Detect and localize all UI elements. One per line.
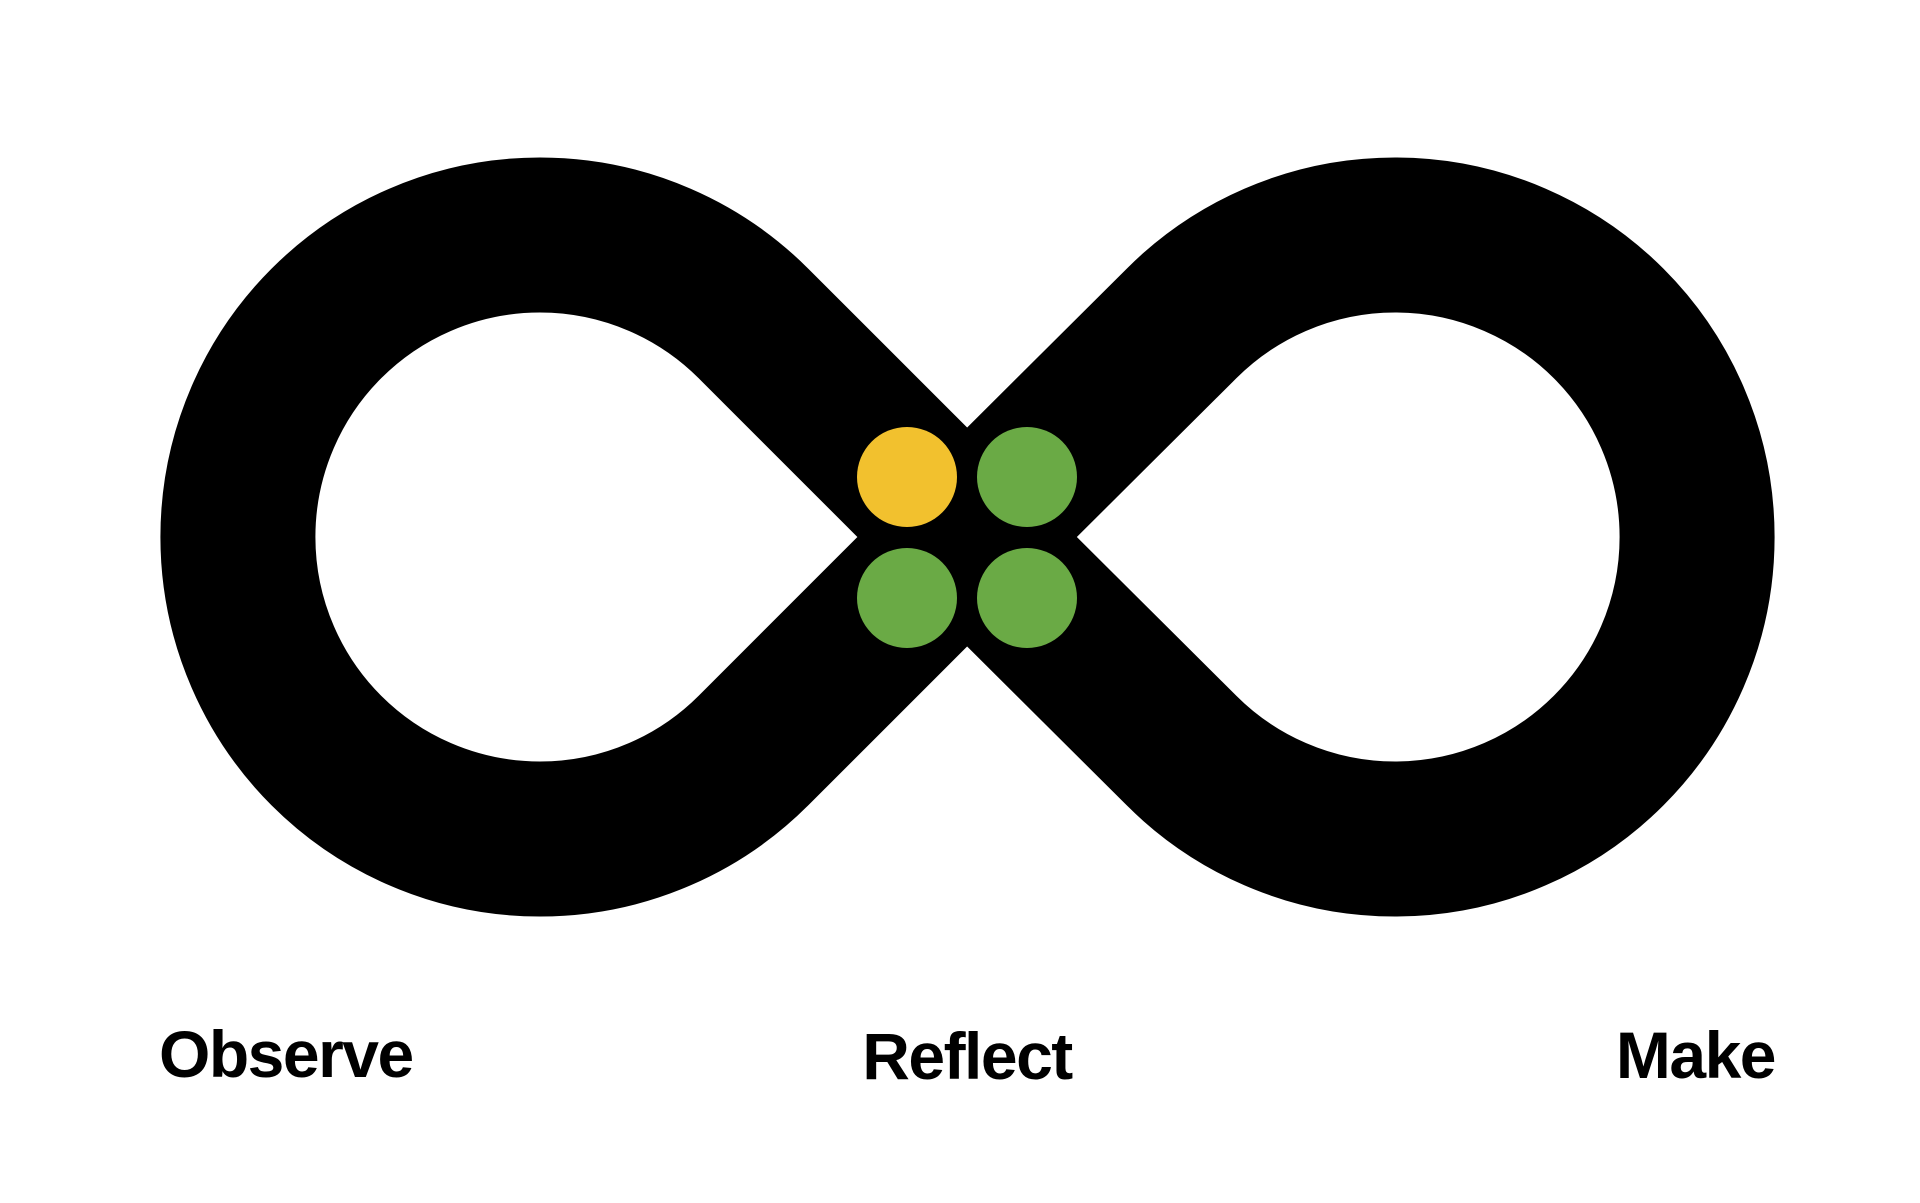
label-make: Make <box>1615 1018 1777 1092</box>
dot-green-bottom-right <box>977 548 1077 648</box>
infinity-loop <box>160 157 1775 917</box>
dot-green-bottom-left <box>857 548 957 648</box>
dot-yellow-top-left <box>857 427 957 527</box>
label-observe: Observe <box>159 1017 414 1091</box>
label-reflect: Reflect <box>862 1019 1073 1093</box>
dot-green-top-right <box>977 427 1077 527</box>
